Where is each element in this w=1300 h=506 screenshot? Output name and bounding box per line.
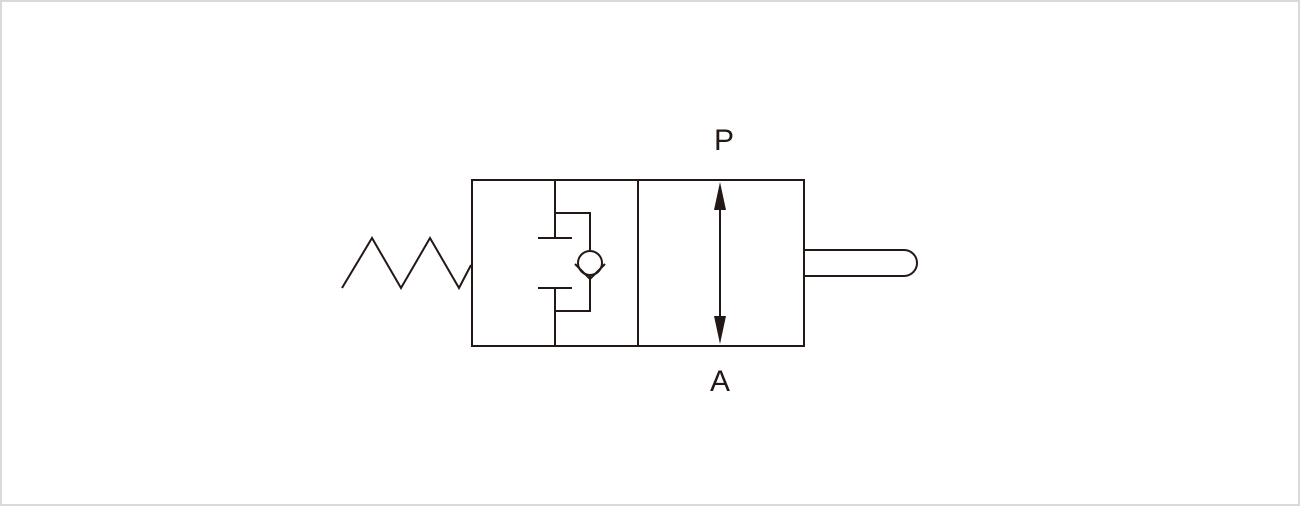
check-valve-ball [577,250,603,276]
port-label-p: P [713,124,734,157]
flow-arrow-down [714,316,726,344]
plunger-actuator [805,249,918,277]
check-valve-seat [574,263,606,281]
port-label-a: A [709,365,730,398]
flow-arrow-up [714,182,726,210]
valve-envelope-right [637,179,805,347]
check-valve-path [538,180,606,346]
spring-symbol [341,236,472,291]
